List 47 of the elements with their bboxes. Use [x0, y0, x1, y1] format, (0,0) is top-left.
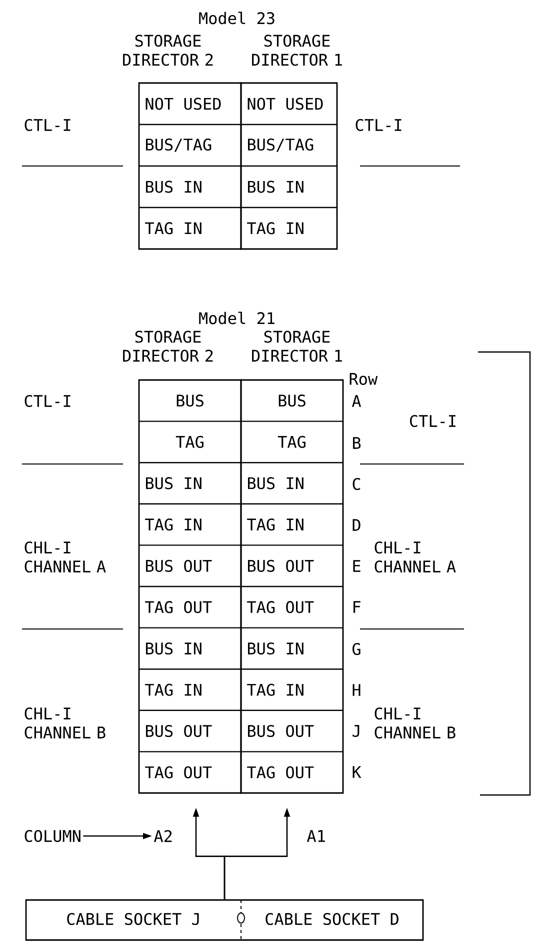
- cell-label: BUS: [278, 394, 306, 407]
- text-label: Row: [350, 373, 378, 385]
- socket-box: CABLE SOCKET J CABLE SOCKET D: [25, 899, 424, 941]
- text-label: Model 23: [199, 12, 274, 24]
- cell-label: BUS IN: [146, 477, 202, 490]
- cell-label: TAG IN: [247, 518, 304, 531]
- cell-label: TAG IN: [247, 684, 304, 696]
- text-label: COLUMN: [24, 830, 80, 842]
- cell-label: TAG OUT: [247, 601, 314, 614]
- cell-label: TAG IN: [145, 684, 202, 696]
- column-heading: STORAGE DIRECTOR 1: [252, 330, 342, 362]
- text-label: CTL-I: [24, 394, 70, 408]
- cell-label: BUS IN: [248, 180, 304, 193]
- text-label: Model 21: [199, 312, 274, 324]
- cell-label: TAG IN: [247, 222, 304, 234]
- column-heading: STORAGE DIRECTOR 2: [123, 34, 213, 66]
- cell-label: TAG IN: [145, 518, 202, 531]
- cell-label: TAG OUT: [145, 601, 212, 614]
- cell-label: BUS IN: [248, 477, 304, 490]
- text-label: A1: [306, 830, 325, 842]
- cell-label: BUS IN: [146, 180, 202, 193]
- cell-label: BUS: [176, 394, 204, 407]
- cell-label: TAG: [176, 436, 204, 448]
- cell-label: TAG OUT: [145, 766, 212, 778]
- cell-label: BUS OUT: [248, 724, 314, 738]
- cell-label: BUS/TAG: [146, 138, 212, 152]
- cell-label: BUS OUT: [146, 560, 212, 572]
- text-label: CTL-I: [356, 118, 402, 132]
- cell-label: TAG: [278, 436, 306, 448]
- cell-label: BUS IN: [146, 642, 202, 655]
- column-heading: STORAGE DIRECTOR 2: [123, 330, 213, 362]
- text-label: CHL-I CHANNEL A: [24, 541, 106, 573]
- cell-label: NOT USED: [146, 98, 221, 110]
- text-label: CHL-I CHANNEL B: [374, 707, 456, 739]
- text-label: CHL-I CHANNEL A: [374, 541, 456, 573]
- text-label: CHL-I CHANNEL B: [24, 707, 106, 739]
- cell-label: TAG IN: [145, 222, 202, 234]
- cell-label: BUS IN: [248, 642, 304, 655]
- cell-label: BUS OUT: [248, 560, 314, 572]
- text-label: CTL-I: [24, 118, 70, 132]
- cell-label: BUS/TAG: [248, 138, 314, 152]
- cell-label: TAG OUT: [247, 766, 314, 778]
- cell-label: BUS OUT: [146, 724, 212, 738]
- cell-label: NOT USED: [248, 98, 323, 110]
- text-label: A2: [154, 830, 172, 842]
- column-heading: STORAGE DIRECTOR 1: [252, 34, 342, 66]
- text-label: CTL-I: [410, 414, 456, 428]
